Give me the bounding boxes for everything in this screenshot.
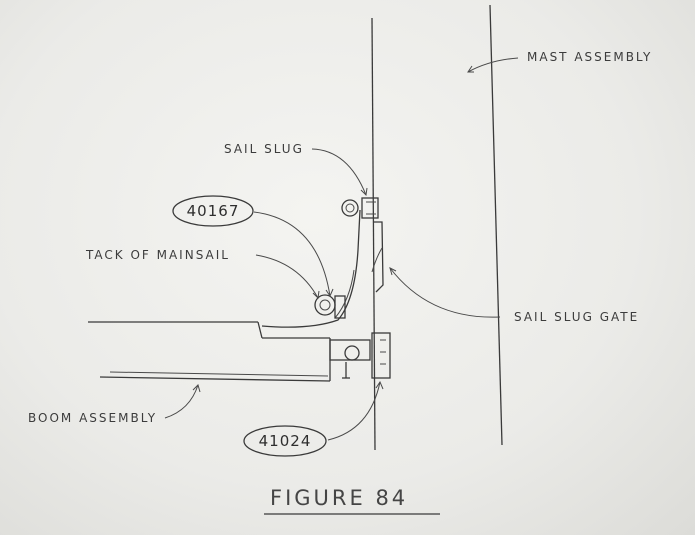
label-mast-assembly: MAST ASSEMBLY bbox=[527, 50, 652, 64]
arrowhead bbox=[312, 290, 320, 300]
label-tack-of-mainsail: TACK OF MAINSAIL bbox=[85, 248, 230, 262]
mast-rear-line bbox=[489, 4, 503, 446]
leader-sail-slug bbox=[311, 148, 367, 196]
gooseneck-fitting-shape bbox=[329, 332, 391, 379]
leader-tack-of-mainsail bbox=[255, 254, 319, 299]
leader-sail-slug-gate-tick bbox=[371, 247, 383, 273]
part-number-oval-top bbox=[172, 195, 254, 227]
leader-boom-assembly bbox=[164, 384, 199, 419]
label-sail-slug: SAIL SLUG bbox=[224, 142, 304, 156]
label-boom-assembly: BOOM ASSEMBLY bbox=[28, 411, 157, 425]
mast-front-line bbox=[371, 17, 376, 451]
sail-slug-shape bbox=[341, 197, 379, 219]
part-number-40167: 40167 bbox=[187, 202, 240, 220]
boom-assembly-shape bbox=[88, 321, 331, 382]
arrowhead bbox=[389, 267, 397, 276]
arrowhead bbox=[192, 384, 201, 393]
sail-slug-gate bbox=[373, 221, 384, 293]
tack-fitting-shape bbox=[314, 294, 346, 319]
part-number-41024: 41024 bbox=[259, 432, 312, 450]
arrowhead bbox=[325, 288, 334, 298]
arrowhead bbox=[360, 187, 368, 197]
figure-caption: FIGURE 84 bbox=[270, 486, 408, 510]
leader-mast-assembly bbox=[467, 57, 519, 73]
mainsail-edge bbox=[261, 209, 361, 328]
leader-sail-slug-gate bbox=[389, 267, 501, 318]
leader-41024 bbox=[327, 381, 381, 441]
arrowhead bbox=[467, 65, 474, 73]
part-number-oval-bottom bbox=[243, 425, 327, 457]
leader-40167 bbox=[253, 211, 331, 297]
mainsail-inner-edge bbox=[334, 269, 355, 319]
arrowhead bbox=[375, 380, 384, 390]
label-sail-slug-gate: SAIL SLUG GATE bbox=[514, 310, 639, 324]
